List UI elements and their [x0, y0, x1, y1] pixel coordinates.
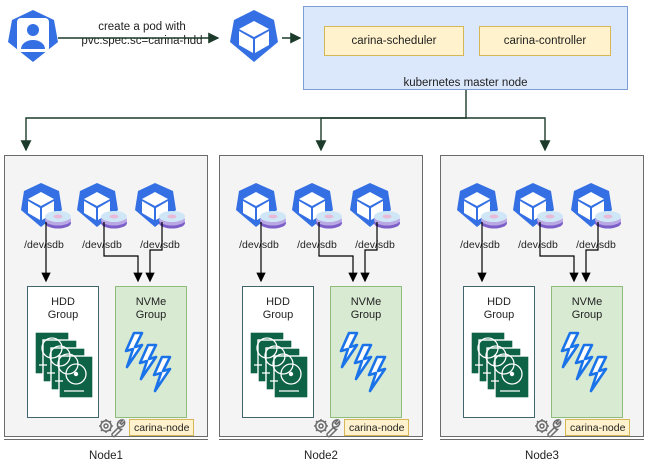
- gear-wrench-icon: [535, 419, 562, 438]
- device-label-3: /dev/sdb: [568, 239, 624, 251]
- carina-scheduler-component[interactable]: carina-scheduler: [324, 26, 464, 56]
- lightning-bolt-icon: [124, 331, 172, 393]
- nvme-group-box: NVMe Group: [115, 286, 187, 418]
- lightning-bolt-icon: [560, 331, 608, 393]
- pod-with-disk-3: [569, 182, 625, 234]
- device-label-1: /dev/sdb: [231, 239, 287, 251]
- device-label-3: /dev/sdb: [347, 239, 403, 251]
- pod-with-disk-2: [75, 182, 131, 234]
- request-label: create a pod with pvc.spec.sc=carina-hdd: [81, 21, 203, 47]
- node-box-3: /dev/sdb /dev/sdb /dev/sdb HDD Group NVM…: [440, 155, 644, 440]
- node-box-2: /dev/sdb /dev/sdb /dev/sdb HDD Group NVM…: [219, 155, 423, 440]
- pod-with-disk-1: [19, 182, 75, 234]
- device-label-2: /dev/sdb: [289, 239, 345, 251]
- nvme-group-box: NVMe Group: [330, 286, 402, 418]
- device-label-3: /dev/sdb: [132, 239, 188, 251]
- kubernetes-pod-icon: [228, 8, 280, 64]
- hdd-group-title: HDD Group: [262, 296, 294, 321]
- master-node-caption: kubernetes master node: [403, 77, 528, 89]
- device-label-2: /dev/sdb: [74, 239, 130, 251]
- user-kubernetes-icon: [6, 8, 60, 64]
- nvme-group-box: NVMe Group: [551, 286, 623, 418]
- hdd-group-box: HDD Group: [463, 286, 535, 418]
- device-label-1: /dev/sdb: [452, 239, 508, 251]
- disk-stack-icon: [34, 331, 94, 399]
- carina-node-agent-1[interactable]: carina-node: [97, 419, 195, 438]
- pod-with-disk-3: [133, 182, 189, 234]
- node-caption-1: Node1: [89, 450, 123, 462]
- nvme-group-title: NVMe Group: [350, 296, 382, 321]
- pod-with-disk-1: [455, 182, 511, 234]
- nvme-group-title: NVMe Group: [135, 296, 167, 321]
- node-caption-2: Node2: [304, 450, 338, 462]
- hdd-group-title: HDD Group: [483, 296, 515, 321]
- carina-node-label: carina-node: [565, 419, 631, 436]
- pod-with-disk-2: [511, 182, 567, 234]
- nvme-group-title: NVMe Group: [571, 296, 603, 321]
- carina-controller-component[interactable]: carina-controller: [479, 26, 611, 56]
- hdd-group-box: HDD Group: [27, 286, 99, 418]
- hdd-group-box: HDD Group: [242, 286, 314, 418]
- gear-wrench-icon: [99, 419, 126, 438]
- device-label-1: /dev/sdb: [16, 239, 72, 251]
- lightning-bolt-icon: [339, 331, 387, 393]
- kubernetes-master-node: carina-scheduler carina-controller kuber…: [303, 6, 628, 90]
- hdd-group-title: HDD Group: [47, 296, 79, 321]
- carina-node-agent-2[interactable]: carina-node: [312, 419, 410, 438]
- pod-with-disk-1: [234, 182, 290, 234]
- pod-with-disk-2: [290, 182, 346, 234]
- carina-node-label: carina-node: [344, 419, 410, 436]
- node-caption-3: Node3: [525, 450, 559, 462]
- carina-node-agent-3[interactable]: carina-node: [533, 419, 631, 438]
- node-box-1: /dev/sdb /dev/sdb /dev/sdb HDD Group NVM…: [4, 155, 208, 440]
- pod-with-disk-3: [348, 182, 404, 234]
- carina-node-label: carina-node: [129, 419, 195, 436]
- gear-wrench-icon: [314, 419, 341, 438]
- device-label-2: /dev/sdb: [510, 239, 566, 251]
- disk-stack-icon: [470, 331, 530, 399]
- disk-stack-icon: [249, 331, 309, 399]
